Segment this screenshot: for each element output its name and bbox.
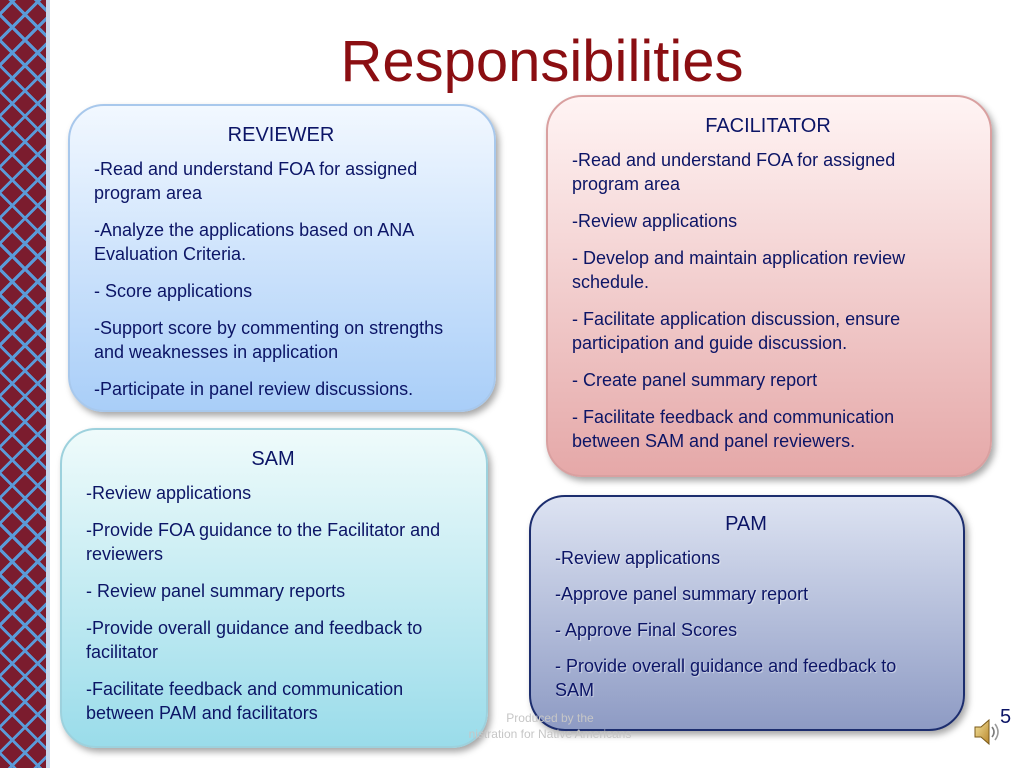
reviewer-item: -Participate in panel review discussions… — [94, 379, 414, 399]
sam-item: - Review panel summary reports — [86, 581, 346, 601]
slide-title: Responsibilities — [340, 29, 744, 94]
pam-item: -Approve panel summary report — [555, 584, 809, 604]
sam-item: -Provide overall guidance and feedback t… — [86, 618, 423, 662]
reviewer-item: -Support score by commenting on strength… — [94, 318, 444, 362]
pam-heading: PAM — [725, 513, 767, 535]
speaker-icon-graphic — [974, 718, 999, 746]
footer-credit: Produced by the nistration for Native Am… — [430, 710, 670, 742]
facilitator-item: - Facilitate application discussion, ens… — [572, 309, 901, 353]
pam-box: PAM -Review applications -Approve panel … — [529, 495, 965, 731]
reviewer-heading: REVIEWER — [227, 124, 335, 146]
facilitator-item: -Read and understand FOA for assigned pr… — [572, 150, 896, 194]
facilitator-heading: FACILITATOR — [705, 115, 831, 137]
speaker-icon[interactable] — [972, 716, 1002, 748]
sam-item: -Review applications — [86, 483, 252, 503]
sam-box: SAM -Review applications -Provide FOA gu… — [60, 428, 488, 748]
reviewer-box: REVIEWER -Read and understand FOA for as… — [68, 104, 496, 412]
page-number: 5 — [1000, 706, 1012, 728]
sam-heading: SAM — [251, 448, 295, 470]
footer-line: Produced by the — [506, 711, 594, 725]
decorative-border — [0, 0, 50, 768]
facilitator-item: - Create panel summary report — [572, 370, 818, 390]
facilitator-item: - Facilitate feedback and communication … — [572, 407, 895, 451]
sam-item: -Provide FOA guidance to the Facilitator… — [86, 520, 441, 564]
reviewer-item: -Read and understand FOA for assigned pr… — [94, 159, 418, 203]
facilitator-item: - Develop and maintain application revie… — [572, 248, 906, 292]
footer-line: nistration for Native Americans — [468, 727, 632, 741]
reviewer-item: -Analyze the applications based on ANA E… — [94, 220, 414, 264]
pam-item: - Approve Final Scores — [555, 620, 738, 640]
pam-item: - Provide overall guidance and feedback … — [555, 656, 897, 700]
pam-item: -Review applications — [555, 548, 721, 568]
facilitator-box: FACILITATOR -Read and understand FOA for… — [546, 95, 992, 477]
sam-item: -Facilitate feedback and communication b… — [86, 679, 404, 723]
reviewer-item: - Score applications — [94, 281, 253, 301]
facilitator-item: -Review applications — [572, 211, 738, 231]
